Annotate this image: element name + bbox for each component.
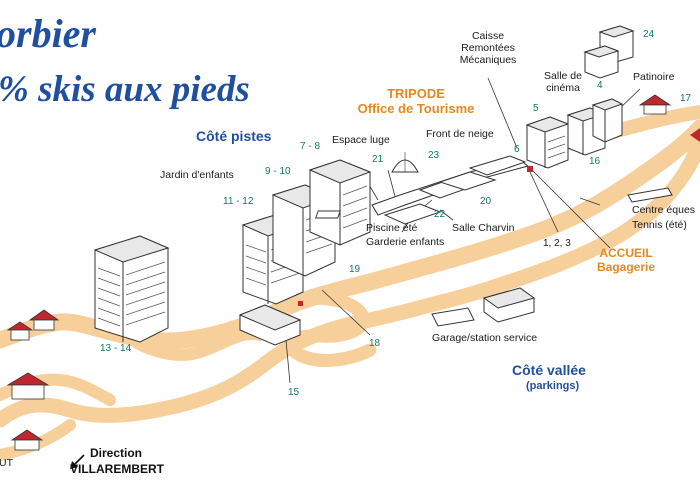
building-5 [525,116,570,169]
chalet-icon [690,128,700,142]
tripode-name: TRIPODE [387,86,445,101]
chalet-icon [28,309,60,331]
number-21: 21 [372,154,384,165]
office-tourisme: Office de Tourisme [357,101,475,116]
tennis-label: Tennis (été) [632,219,687,231]
salle-de-line: Salle de [544,70,582,82]
direction-edge: UT [0,457,13,469]
mecaniques-line: Mécaniques [459,54,517,66]
caisse-line: Caisse [471,30,505,42]
remontees-line: Remontées [461,42,515,54]
serpentine-road [283,291,377,367]
zone-vallee: Côté vallée [512,362,586,378]
caisse-label: Caisse Remontées Mécaniques [448,30,528,66]
garage-label: Garage/station service [432,332,538,344]
tennis-court [627,187,673,203]
number-5: 5 [533,103,539,114]
building-15 [238,304,302,346]
building-13-14 [93,235,170,343]
cinema-label: Salle de cinéma [538,70,588,94]
number-1-2-3: 1, 2, 3 [543,238,571,249]
number-15: 15 [288,387,300,398]
espace-luge-label: Espace luge [332,134,390,146]
chalet-icon [6,321,34,341]
leader-lines [285,77,641,384]
patinoire-label: Patinoire [633,71,675,83]
centre-equestre-label: Centre éques [632,204,696,216]
accueil-name: ACCUEIL [599,246,653,260]
direction-line1: Direction [90,446,143,460]
main-road [0,119,700,350]
number-22: 22 [434,209,446,220]
number-7-8: 7 - 8 [300,141,321,152]
building-4 [591,98,624,143]
number-19: 19 [349,264,361,275]
direction-line2: VILLAREMBERT [70,462,164,476]
number-23: 23 [428,150,440,161]
tripode-label: TRIPODE Office de Tourisme [346,86,486,116]
front-de-neige-label: Front de neige [426,128,494,140]
poi-marker [298,301,303,306]
number-13-14: 13 - 14 [100,343,132,354]
chalet-icon [638,94,672,115]
resort-title: orbier [0,11,96,56]
number-9-10: 9 - 10 [265,166,291,177]
number-4: 4 [597,80,603,91]
number-6: 6 [514,144,520,155]
piscine-label: Piscine été [366,222,418,234]
garderie-label: Garderie enfants [366,236,445,248]
salle-charvin-label: Salle Charvin [452,222,515,234]
arrow-icon [70,454,85,469]
cinema-line: cinéma [546,82,580,94]
zone-pistes: Côté pistes [196,128,272,144]
number-18: 18 [369,338,381,349]
number-16: 16 [589,156,601,167]
accueil-marker [527,166,533,172]
number-24: 24 [643,29,655,40]
accueil-label: ACCUEIL Bagagerie [596,246,656,274]
zone-parkings: (parkings) [526,380,580,392]
building-7-8 [308,159,372,246]
garage-building [431,307,475,327]
chalet-icon [6,372,50,400]
jardin-label: Jardin d'enfants [160,169,234,181]
bagagerie: Bagagerie [596,260,656,274]
number-11-12: 11 - 12 [223,196,254,207]
west-connector [114,324,266,361]
number-20: 20 [480,196,492,207]
chalet-icon [10,429,44,451]
number-17: 17 [680,93,692,104]
building-24 [583,25,635,79]
slogan: % skis aux pieds [0,69,250,110]
